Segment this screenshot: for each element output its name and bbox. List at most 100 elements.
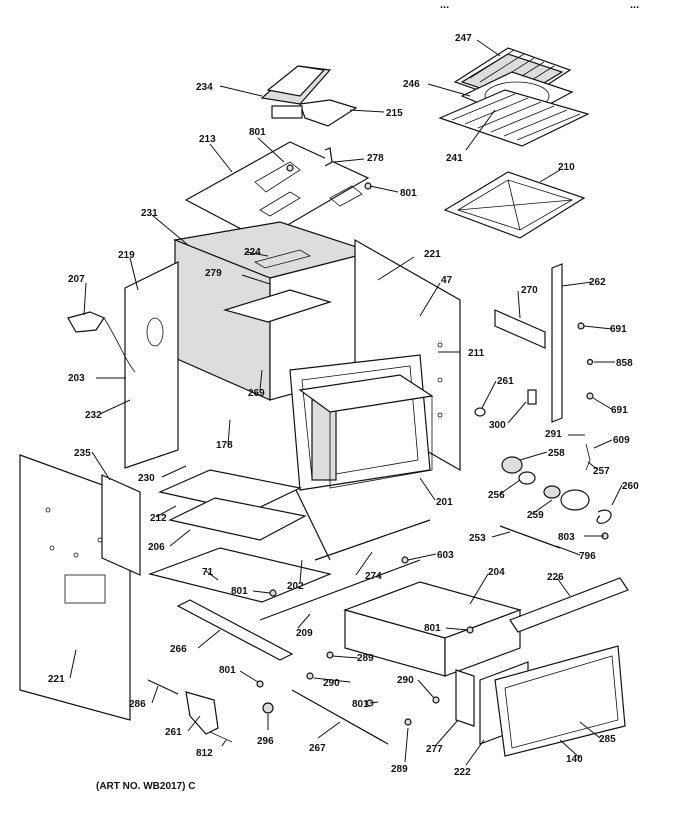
part-label: 221 (424, 249, 441, 260)
drawer-front (494, 645, 626, 757)
part-label: 201 (436, 497, 453, 508)
small-bracket (67, 311, 136, 373)
part-label: 211 (468, 348, 485, 359)
part-label: 235 (74, 448, 91, 459)
part-label: 266 (170, 644, 187, 655)
part-label: 246 (403, 79, 420, 90)
bake-element-plate (147, 469, 332, 603)
oven-front-frame (289, 354, 431, 491)
part-label: 203 (68, 373, 85, 384)
spring-609 (585, 443, 591, 471)
part-label: 289 (357, 653, 374, 664)
part-label: 204 (488, 567, 505, 578)
top-bracket (324, 147, 333, 167)
art-number: (ART NO. WB2017) C (96, 781, 195, 792)
drawer-side-277 (455, 669, 475, 727)
part-label: 289 (391, 764, 408, 775)
oven-liner (172, 221, 375, 401)
part-label: 801 (424, 623, 441, 634)
fastener (326, 651, 334, 659)
drawer-slide-267 (291, 689, 389, 745)
part-label: 210 (558, 162, 575, 173)
part-label: 269 (248, 388, 265, 399)
fastener (286, 164, 294, 172)
grommet (474, 407, 486, 417)
part-label: 212 (150, 513, 167, 524)
burner-assembly (260, 65, 358, 127)
part-label: 224 (244, 247, 261, 258)
oven-bottom-panel (443, 171, 586, 239)
part-label: 257 (593, 466, 610, 477)
part-label: 279 (205, 268, 222, 279)
part-label: 274 (365, 571, 382, 582)
fastener (432, 696, 440, 704)
bracket-261 (185, 691, 219, 735)
left-side-panel (124, 261, 179, 469)
clip-260 (596, 509, 612, 524)
part-label: 247 (455, 33, 472, 44)
part-label: 801 (231, 586, 248, 597)
header-fragment-left: ... (440, 0, 449, 11)
part-label: 241 (446, 153, 463, 164)
part-label: 296 (257, 736, 274, 747)
screw (586, 358, 594, 366)
part-label: 262 (589, 277, 606, 288)
rod-253 (499, 525, 561, 549)
part-label: 858 (616, 358, 633, 369)
bracket-300 (527, 389, 537, 405)
part-label: 222 (454, 767, 471, 778)
part-label: 260 (622, 481, 639, 492)
part-label: 256 (488, 490, 505, 501)
part-label: 202 (287, 581, 304, 592)
part-label: 261 (497, 376, 514, 387)
part-label: 801 (400, 188, 417, 199)
part-label: 209 (296, 628, 313, 639)
leveling-leg-296 (262, 702, 274, 714)
part-label: 253 (469, 533, 486, 544)
fastener (256, 680, 264, 688)
part-label: 691 (610, 324, 627, 335)
part-label: 290 (397, 675, 414, 686)
part-label: 213 (199, 134, 216, 145)
part-label: 803 (558, 532, 575, 543)
part-label: 140 (566, 754, 583, 765)
part-label: 178 (216, 440, 233, 451)
support-rail (314, 519, 431, 561)
part-label: 232 (85, 410, 102, 421)
header-fragment-right: ... (630, 0, 639, 11)
control-knob-assembly (501, 456, 590, 511)
part-label: 207 (68, 274, 85, 285)
side-insert-panel (494, 309, 546, 349)
part-label: 796 (579, 551, 596, 562)
rear-panel-insulation (101, 474, 141, 576)
part-labels: 247 246 234 215 241 210 801 213 278 801 … (48, 33, 639, 778)
fastener (404, 718, 412, 726)
part-label: 259 (527, 510, 544, 521)
shelf-strip (176, 599, 294, 661)
part-label: 258 (548, 448, 565, 459)
part-label: 215 (386, 108, 403, 119)
screw (586, 392, 594, 400)
part-label: 801 (249, 127, 266, 138)
part-label: 261 (165, 727, 182, 738)
part-label: 219 (118, 250, 135, 261)
part-label: 691 (611, 405, 628, 416)
part-label: 609 (613, 435, 630, 446)
leader-lines (69, 39, 623, 766)
part-label: 290 (323, 678, 340, 689)
part-label: 285 (599, 734, 616, 745)
part-label: 221 (48, 674, 65, 685)
part-label: 206 (148, 542, 165, 553)
part-label: 234 (196, 82, 213, 93)
part-label: 278 (367, 153, 384, 164)
part-label: 71 (202, 567, 214, 578)
part-label: 231 (141, 208, 158, 219)
part-label: 277 (426, 744, 443, 755)
part-label: 226 (547, 572, 564, 583)
screw (577, 322, 585, 330)
part-label: 812 (196, 748, 213, 759)
part-label: 230 (138, 473, 155, 484)
part-label: 300 (489, 420, 506, 431)
oven-rack (438, 89, 590, 147)
